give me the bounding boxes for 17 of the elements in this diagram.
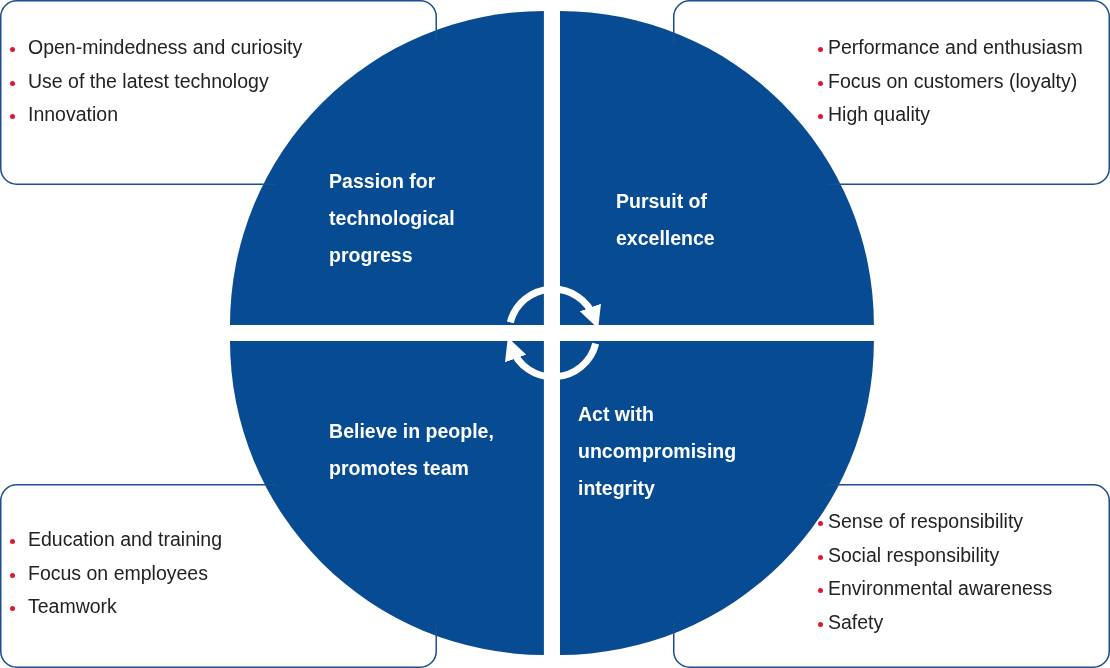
list-item: Social responsibility	[828, 543, 1000, 567]
list-item: Environmental awareness	[828, 577, 1053, 600]
list-item: High quality	[828, 103, 930, 126]
segment-title: Believe in people, promotes team	[329, 419, 495, 481]
segment-title: Passion for technological progress	[329, 169, 456, 269]
list-item: Use of the latest technology	[28, 69, 269, 93]
list-item: Education and training	[28, 528, 223, 551]
segment-title: Act with uncompromising integrity	[578, 402, 738, 501]
segment-title: Pursuit of excellence	[616, 189, 716, 252]
list-item: Open-mindedness and curiosity	[28, 36, 303, 59]
list-item: Sense of responsibility	[828, 510, 1024, 533]
list-item: Safety	[828, 610, 884, 634]
list-item: Teamwork	[28, 595, 117, 618]
list-item: Performance and enthusiasm	[828, 36, 1083, 59]
list-item: Innovation	[28, 103, 118, 126]
list-item: Focus on employees	[28, 561, 208, 585]
list-item: Focus on customers (loyalty)	[828, 69, 1078, 93]
